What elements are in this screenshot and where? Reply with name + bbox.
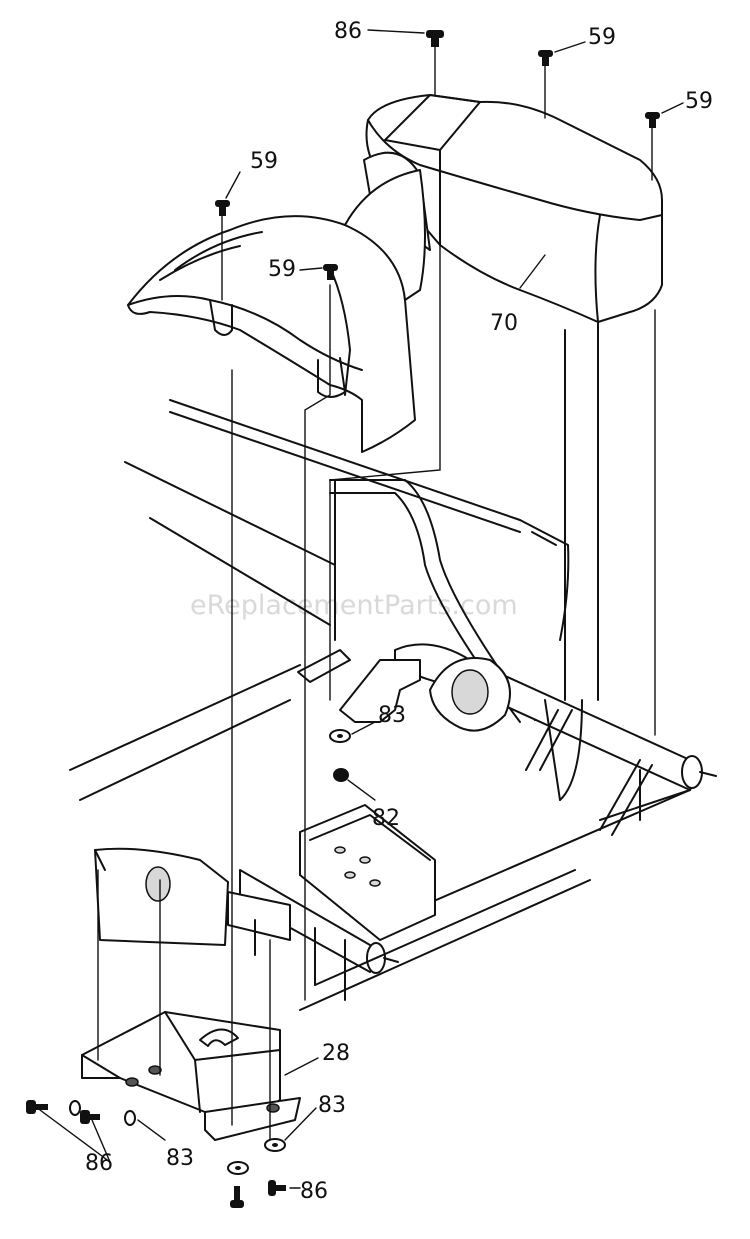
- leader-lines: [39, 29, 684, 1189]
- mount-bracket: [297, 649, 511, 732]
- washer-left-a: [69, 1100, 81, 1116]
- washer-83-b: [227, 1161, 249, 1175]
- callout-70: 70: [490, 311, 518, 336]
- bolt-86-left-a: [26, 1100, 48, 1114]
- screw-59-d: [323, 264, 338, 280]
- side-panel: [299, 321, 691, 1011]
- lower-left-support: [94, 847, 291, 956]
- screw-59-b: [645, 112, 660, 128]
- callout-83-b: 83: [318, 1093, 346, 1118]
- callout-28: 28: [322, 1041, 350, 1066]
- washer-left-b: [124, 1110, 136, 1126]
- callout-83-a: 83: [378, 703, 406, 728]
- motor-plate: [299, 804, 436, 1001]
- assembly-lines: [97, 41, 656, 1141]
- callout-86-left: 86: [85, 1151, 113, 1176]
- bolt-86-bottom-a: [230, 1186, 244, 1208]
- screw-86-top: [426, 30, 444, 47]
- bolt-86-bottom-b: [268, 1180, 286, 1196]
- washer-83-a: [329, 729, 351, 743]
- lower-guard-28: [81, 1011, 301, 1141]
- front-guard: [127, 169, 426, 453]
- screw-59-c: [215, 200, 230, 216]
- bolt-86-left-b: [80, 1110, 100, 1124]
- callouts: 86 59 59 59 59 70 83 82 28 83 83 86 86: [85, 19, 713, 1204]
- callout-83-c: 83: [166, 1146, 194, 1171]
- callout-59-c: 59: [250, 149, 278, 174]
- fasteners: [26, 30, 660, 1208]
- callout-86-top: 86: [334, 19, 362, 44]
- nut-82: [333, 768, 349, 782]
- callout-59-b: 59: [685, 89, 713, 114]
- screw-59-a: [538, 50, 553, 66]
- callout-59-a: 59: [588, 25, 616, 50]
- callout-86-bottom: 86: [300, 1179, 328, 1204]
- watermark-text: eReplacementParts.com: [190, 590, 518, 621]
- callout-59-d: 59: [268, 257, 296, 282]
- frame-rails: [69, 399, 521, 801]
- washer-83-c: [264, 1138, 286, 1152]
- callout-82: 82: [372, 806, 400, 831]
